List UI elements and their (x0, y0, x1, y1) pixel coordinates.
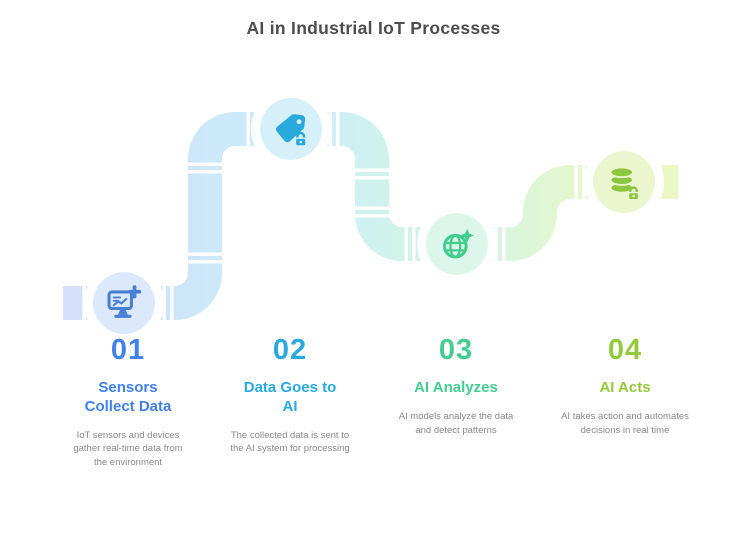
step-description: AI models analyze the data and detect pa… (398, 410, 514, 436)
step-heading: AI Acts (599, 379, 651, 396)
step-4: 04 AI Acts AI takes action and automates… (550, 336, 700, 437)
step-3: 03 AI Analyzes AI models analyze the dat… (381, 336, 531, 437)
step-number: 02 (272, 334, 308, 366)
monitor-chart-icon (105, 284, 143, 322)
step-number: 03 (438, 334, 474, 366)
step-heading: AI Analyzes (414, 379, 498, 396)
step-heading: Data Goes to AI (243, 379, 337, 415)
database-lock-icon (605, 163, 643, 201)
globe-sparkle-icon (438, 225, 476, 263)
step-description: AI takes action and automates decisions … (561, 410, 689, 436)
step-heading: Sensors Collect Data (84, 379, 172, 415)
step-description: The collected data is sent to the AI sys… (230, 429, 350, 455)
step-1: 01 Sensors Collect Data IoT sensors and … (53, 336, 203, 470)
node-circle-sensors (93, 272, 155, 334)
steps-row: 01 Sensors Collect Data IoT sensors and … (0, 336, 747, 534)
step-number: 01 (110, 334, 146, 366)
step-2: 02 Data Goes to AI The collected data is… (215, 336, 365, 456)
page-title: AI in Industrial IoT Processes (246, 18, 501, 38)
step-description: IoT sensors and devices gather real-time… (73, 429, 183, 469)
step-number: 04 (607, 334, 643, 366)
tag-lock-icon (272, 110, 310, 148)
